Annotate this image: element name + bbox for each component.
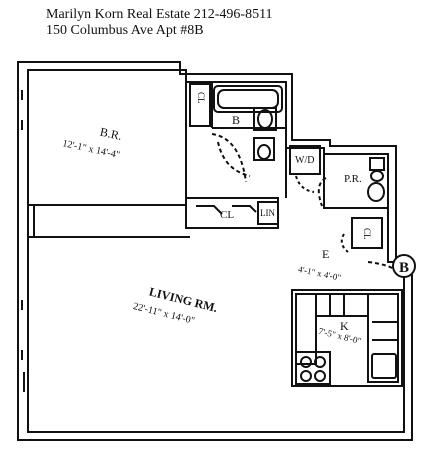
powder-door	[317, 177, 327, 207]
bath-closet-label: CL	[196, 92, 206, 104]
exterior-wall	[17, 61, 413, 441]
powder-toilet	[369, 157, 385, 171]
washer-dryer-name: W/D	[295, 155, 314, 166]
entry-closet	[351, 217, 383, 249]
kitchen-stove	[295, 351, 331, 385]
entry-dims: 4'-1" x 4'-0"	[297, 264, 342, 283]
unit-marker-circle	[392, 254, 416, 278]
kitchen-counter-top	[315, 293, 369, 317]
linen-closet	[257, 201, 279, 225]
linen-closet-label: LIN	[260, 208, 275, 218]
bath-closet	[189, 83, 211, 127]
bedroom-name: B.R.	[99, 125, 123, 143]
header-address: 150 Columbus Ave Apt #8B	[46, 23, 204, 38]
bath-toilet	[253, 137, 275, 161]
powder-room-name: P.R.	[344, 173, 362, 185]
entry-door	[367, 261, 397, 271]
bath-wall	[185, 82, 287, 200]
kitchen-name: K	[340, 319, 349, 333]
kitchen-sink	[371, 353, 397, 379]
bedroom-living-wall	[28, 204, 190, 238]
bathtub	[213, 85, 283, 113]
bath-name: B	[232, 113, 240, 127]
header-agency: Marilyn Korn Real Estate 212-496-8511	[46, 7, 273, 22]
entry-closet-label: CL	[362, 228, 372, 240]
bedroom-door	[217, 141, 251, 177]
kitchen-counter-right	[367, 293, 399, 383]
washer-dryer-closet	[289, 145, 321, 175]
bath-sink	[253, 107, 277, 131]
entry-name: E	[322, 247, 329, 261]
bedroom-dims: 12'-1" x 14'-4"	[61, 138, 120, 161]
kitchen-counter-left	[295, 293, 317, 365]
kitchen	[291, 289, 403, 387]
powder-room	[323, 153, 389, 209]
bath-door	[211, 133, 247, 183]
powder-sink	[367, 182, 385, 202]
unit-marker: B	[399, 260, 409, 276]
bedroom-closet-label: CL	[220, 209, 234, 221]
